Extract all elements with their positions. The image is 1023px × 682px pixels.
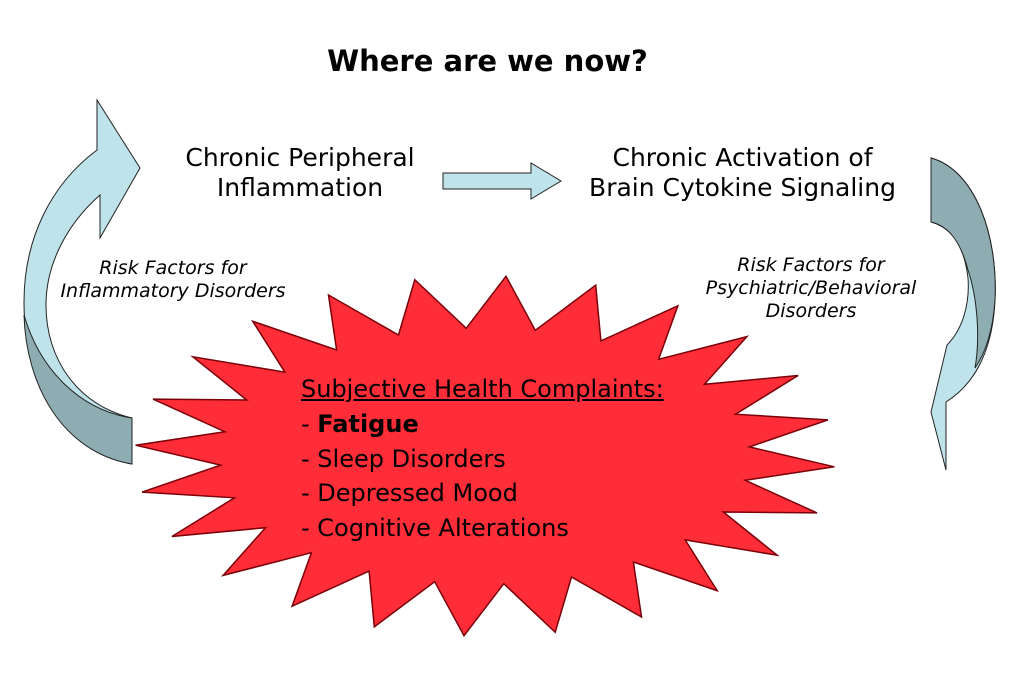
right-cycle-arrow-shade [930, 157, 996, 369]
left-cycle-arrow-shade [23, 314, 133, 465]
left-cycle-arrow [23, 98, 141, 465]
node-left-line-2: Inflammation [216, 173, 384, 202]
starburst-shape [135, 274, 835, 638]
node-right-line-2: Brain Cytokine Signaling [589, 173, 896, 202]
node-brain-cytokine-signaling: Chronic Activation of Brain Cytokine Sig… [555, 143, 930, 203]
horizontal-arrow [442, 162, 562, 200]
complaint-item-sleep: - Sleep Disorders [301, 442, 664, 477]
risk-right-line-3: Disorders [765, 299, 857, 322]
complaint-text: Cognitive Alterations [317, 514, 569, 543]
risk-right-line-1: Risk Factors for [737, 254, 885, 276]
right-cycle-arrow [930, 157, 996, 471]
complaint-text: Fatigue [317, 409, 419, 438]
bullet-dash: - [301, 409, 318, 438]
complaint-item-cognitive: - Cognitive Alterations [301, 511, 664, 546]
bullet-dash: - [301, 479, 318, 508]
node-chronic-peripheral-inflammation: Chronic Peripheral Inflammation [150, 143, 450, 203]
node-left-line-1: Chronic Peripheral [185, 143, 415, 172]
risk-factors-right: Risk Factors for Psychiatric/Behavioral … [666, 254, 956, 322]
complaint-text: Depressed Mood [317, 479, 518, 508]
complaint-text: Sleep Disorders [317, 444, 506, 473]
page-title: Where are we now? [327, 44, 648, 78]
complaint-item-fatigue: - Fatigue [301, 407, 664, 442]
complaints-box: Subjective Health Complaints: - Fatigue … [301, 372, 664, 546]
bullet-dash: - [301, 444, 318, 473]
complaints-heading: Subjective Health Complaints: [301, 375, 664, 403]
risk-factors-left: Risk Factors for Inflammatory Disorders [28, 257, 318, 303]
node-right-line-1: Chronic Activation of [612, 143, 873, 172]
complaint-item-mood: - Depressed Mood [301, 476, 664, 511]
bullet-dash: - [301, 514, 318, 543]
risk-left-line-2: Inflammatory Disorders [60, 279, 286, 302]
risk-right-line-2: Psychiatric/Behavioral [705, 276, 917, 299]
risk-left-line-1: Risk Factors for [99, 257, 247, 279]
